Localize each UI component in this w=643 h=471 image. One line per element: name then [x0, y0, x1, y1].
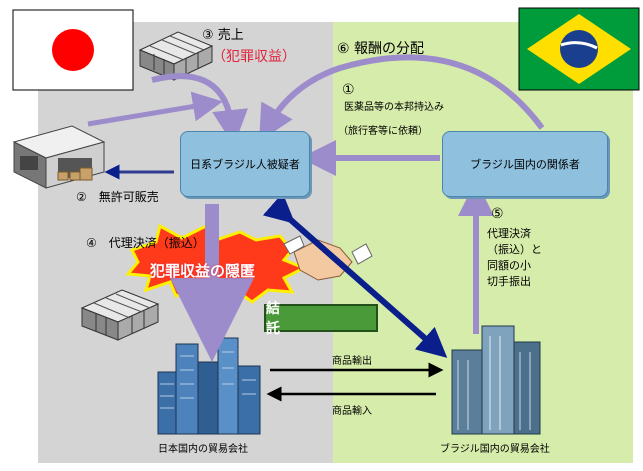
suspect-box: 日系ブラジル人被疑者 — [180, 131, 310, 197]
money-stack-icon-top — [138, 31, 214, 81]
conspiracy-plaque: 結 託 — [264, 301, 378, 337]
step6-label: ⑥ 報酬の分配 — [337, 41, 425, 57]
conspiracy-label: 結 託 — [266, 301, 346, 337]
brazil-party-box: ブラジル国内の関係者 — [442, 131, 608, 197]
shop-icon — [12, 125, 106, 189]
brazil-company-building-icon — [451, 325, 541, 435]
step5-line3: 同額の小 — [487, 259, 531, 272]
step5-line2: （振込）と — [487, 243, 542, 256]
arrow-shop-to-suspect — [87, 91, 223, 127]
step5-number: ⑤ — [491, 206, 504, 222]
concealment-label: 犯罪収益の隠匿 — [150, 262, 256, 280]
step2-label: ② 無許可販売 — [76, 190, 159, 204]
brazil-party-label: ブラジル国内の関係者 — [470, 158, 580, 171]
japan-company-building-icon — [157, 337, 261, 435]
handshake-icon — [283, 235, 373, 281]
import-label: 商品輸入 — [332, 406, 372, 417]
step5-line1: 代理決済 — [487, 227, 531, 240]
step5-text: 代理決済 （振込）と 同額の小 切手振出 — [487, 226, 542, 290]
step3-title: ③ 売上 — [202, 28, 244, 43]
step1-line1: 医薬品等の本邦持込み — [344, 102, 444, 113]
money-stack-icon-bottom — [80, 289, 160, 341]
export-label: 商品輸出 — [332, 356, 372, 367]
step1-line2: （旅行客等に依頼） — [338, 126, 428, 137]
step4-label: ④ 代理決済（振込） — [86, 236, 205, 250]
japan-company-label: 日本国内の貿易会社 — [158, 444, 248, 455]
step1-number: ① — [342, 82, 355, 98]
brazil-flag-icon — [518, 7, 640, 91]
japan-flag-icon — [12, 9, 134, 91]
step5-line4: 切手振出 — [487, 275, 531, 288]
suspect-label: 日系ブラジル人被疑者 — [190, 158, 300, 171]
arrow-sales-to-suspect — [151, 73, 248, 146]
brazil-company-label: ブラジル国内の貿易会社 — [440, 444, 550, 455]
arrow-suspect-brazilcompany-conspiracy — [262, 192, 448, 358]
step3-subtitle: （犯罪収益） — [212, 49, 296, 65]
arrow-reward-distribution — [259, 54, 545, 142]
